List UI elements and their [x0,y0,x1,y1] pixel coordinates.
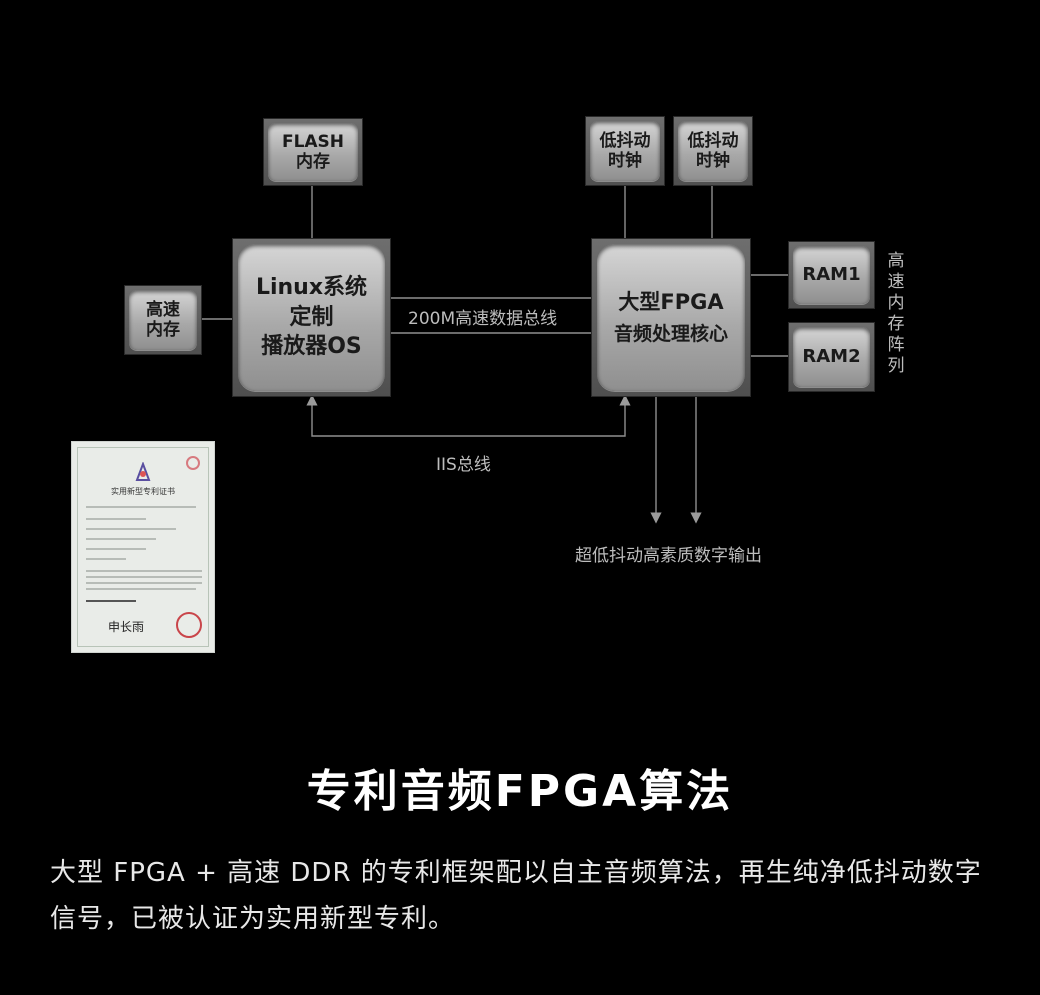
clock1-label-1: 低抖动 [599,130,651,151]
bus-label: 200M高速数据总线 [408,309,558,329]
system-diagram: FLASH 内存 高速 内存 Linux系统 定制 播放器OS 低抖动 时钟 低… [71,116,905,653]
clock-block-2: 低抖动 时钟 [673,116,753,186]
fpga-label-1: 大型FPGA [618,289,724,314]
iis-bus-label: IIS总线 [436,455,491,475]
clock2-label-1: 低抖动 [687,130,739,151]
cache-memory-block: 高速 内存 [124,285,202,355]
stamp-small-icon [186,456,200,470]
certificate-frame [77,447,209,647]
ram-array-label: 高速内存阵列 [887,251,905,376]
certificate-title: 实用新型专利证书 [111,487,175,496]
cache-label-1: 高速 [146,299,180,320]
flash-label-2: 内存 [296,152,330,172]
linux-label-1: Linux系统 [255,274,368,300]
section-description: 大型 FPGA + 高速 DDR 的专利框架配以自主音频算法，再生纯净低抖动数字… [50,858,982,934]
output-label: 超低抖动高素质数字输出 [575,546,762,566]
ram1-label: RAM1 [802,264,861,286]
certificate-signature: 申长雨 [108,620,145,634]
linux-os-block: Linux系统 定制 播放器OS [232,238,391,397]
fpga-core-block: 大型FPGA 音频处理核心 [591,238,751,397]
ram2-label: RAM2 [802,346,861,368]
linux-label-3: 播放器OS [261,334,362,360]
section-heading: 专利音频FPGA算法 [306,766,734,817]
patent-office-logo-icon [135,462,151,481]
ram1-block: RAM1 [788,241,875,309]
patent-certificate-image: 实用新型专利证书 申长雨 [71,441,215,653]
flash-label-1: FLASH [281,131,345,152]
linux-label-2: 定制 [289,304,334,330]
clock2-label-2: 时钟 [696,151,730,171]
connector-lines [202,186,788,524]
fpga-label-2: 音频处理核心 [613,323,728,346]
clock1-label-2: 时钟 [608,151,642,171]
clock-block-1: 低抖动 时钟 [585,116,665,186]
iis-bus-line [306,394,631,437]
flash-memory-block: FLASH 内存 [263,118,363,186]
cache-label-2: 内存 [146,320,180,340]
official-seal-icon [176,612,202,638]
ram2-block: RAM2 [788,322,875,392]
